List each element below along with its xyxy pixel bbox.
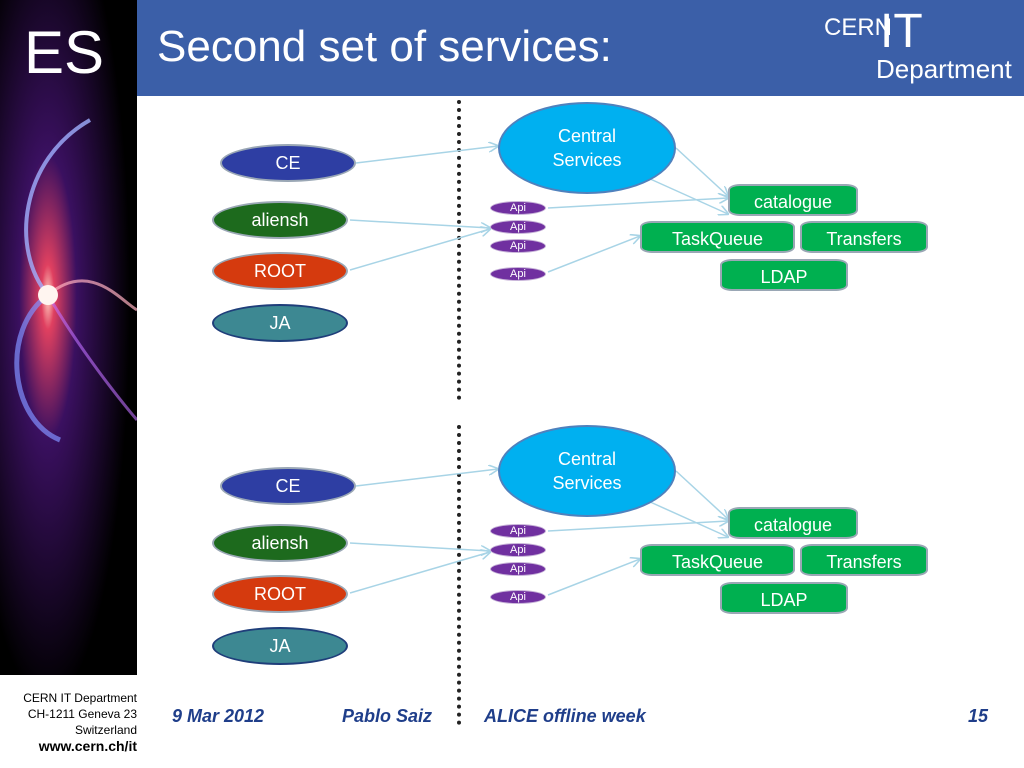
api-node: Api (490, 562, 546, 576)
api-node: Api (490, 239, 546, 253)
service-catalogue: catalogue (728, 507, 858, 539)
logo-cern: CERN (824, 14, 893, 41)
client-root: ROOT (212, 252, 348, 290)
client-root: ROOT (212, 575, 348, 613)
client-ce: CE (220, 144, 356, 182)
footer-dept-line1: CERN IT Department (23, 691, 137, 705)
api-node: Api (490, 220, 546, 234)
service-taskqueue: TaskQueue (640, 544, 795, 576)
arrow-central-catalogue-2 (675, 470, 728, 519)
central-line2: Services (552, 150, 622, 170)
api-node: Api (490, 267, 546, 281)
arrow-aliensh-api (349, 219, 490, 228)
logo-it: IT (880, 5, 923, 58)
central-line2: Services (552, 473, 622, 493)
api-node: Api (490, 590, 546, 604)
arrow-central-taskqueue-2 (647, 500, 728, 537)
service-catalogue: catalogue (728, 184, 858, 216)
service-transfers: Transfers (800, 544, 928, 576)
footer-url: www.cern.ch/it (38, 738, 137, 754)
central-line1: Central (557, 449, 617, 469)
arrow-central-taskqueue (647, 177, 728, 214)
footer-date: 9 Mar 2012 (172, 706, 265, 726)
footer-dept-line2: CH-1211 Geneva 23 (27, 707, 137, 721)
service-taskqueue: TaskQueue (640, 221, 795, 253)
section-label: ES (24, 19, 105, 86)
client-ce: CE (220, 467, 356, 505)
footer-address: CERN IT Department CH-1211 Geneva 23 Swi… (0, 690, 137, 754)
logo-department: Department (876, 54, 1012, 84)
service-transfers: Transfers (800, 221, 928, 253)
central-line1: Central (557, 126, 617, 146)
arrow-api-taskqueue-2 (547, 559, 640, 596)
arrow-api-taskqueue (547, 236, 640, 273)
sidebar-decoration: ES (0, 0, 137, 675)
divider-bottom (457, 425, 461, 725)
arrow-root-api (349, 229, 490, 271)
service-ldap: LDAP (720, 259, 848, 291)
footer-dept-line3: Switzerland (74, 723, 137, 737)
api-node: Api (490, 543, 546, 557)
service-ldap: LDAP (720, 582, 848, 614)
api-node: Api (490, 524, 546, 538)
arrow-ce-central-2 (355, 469, 498, 487)
slide-title: Second set of services: (157, 22, 612, 71)
arrow-ce-central (355, 146, 498, 164)
footer-event: ALICE offline week (484, 706, 646, 726)
arrow-central-catalogue (675, 147, 728, 196)
divider-top (457, 100, 461, 400)
client-ja: JA (212, 627, 348, 665)
cern-it-logo: CERN IT Department (816, 5, 1016, 88)
client-ja: JA (212, 304, 348, 342)
slide-header: Second set of services: CERN IT Departme… (137, 0, 1024, 96)
client-aliensh: aliensh (212, 524, 348, 562)
arrow-api-catalogue-2 (547, 521, 728, 532)
plasma-image (0, 0, 137, 675)
arrow-root-api-2 (349, 552, 490, 594)
central-services: Central Services (498, 102, 676, 194)
api-node: Api (490, 201, 546, 215)
client-aliensh: aliensh (212, 201, 348, 239)
arrow-aliensh-api-2 (349, 542, 490, 551)
arrow-api-catalogue (547, 198, 728, 209)
footer-page-number: 15 (968, 706, 989, 726)
central-services: Central Services (498, 425, 676, 517)
footer-author: Pablo Saiz (342, 706, 433, 726)
